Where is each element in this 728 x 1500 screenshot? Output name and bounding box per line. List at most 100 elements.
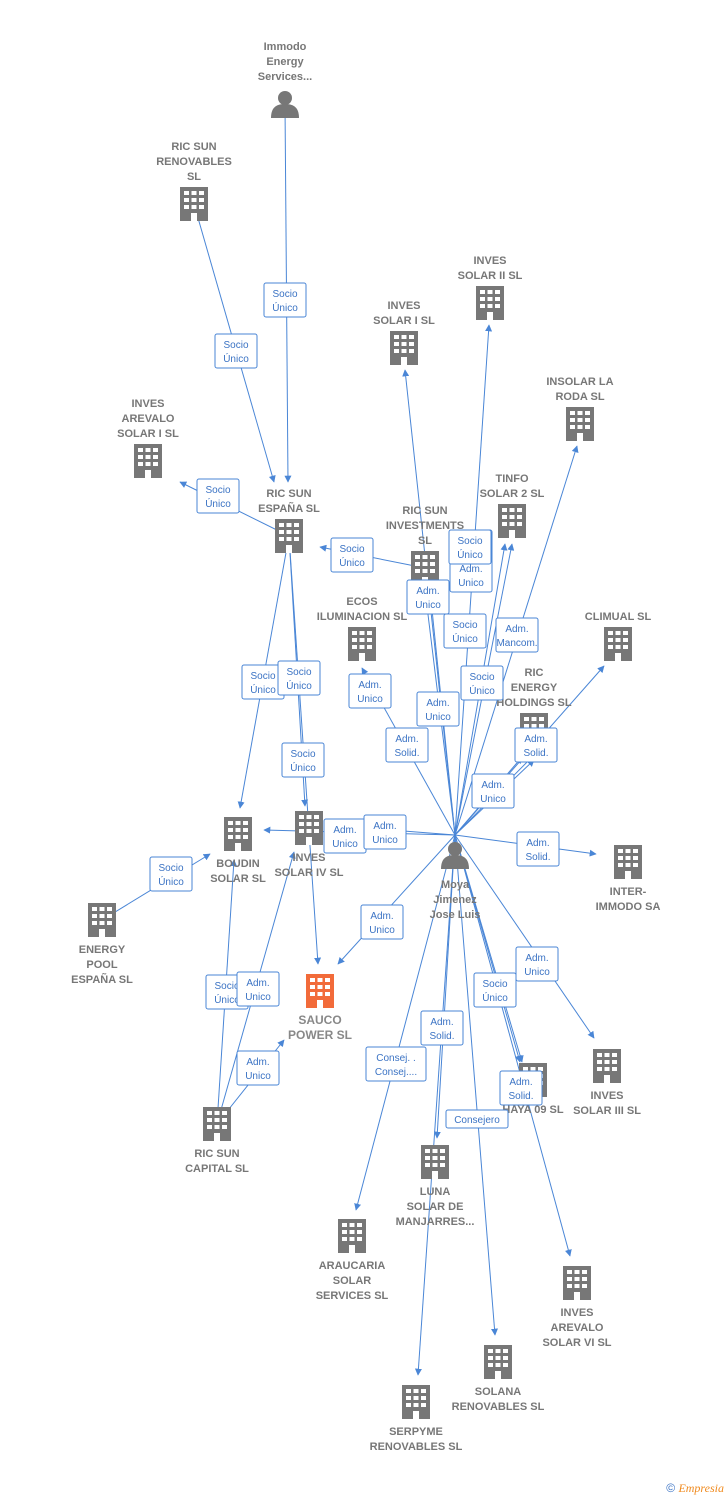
node-label: RIC [525,667,544,679]
building-icon [338,1219,366,1253]
edge-label-text: Socio [205,485,230,496]
node-label: RODA SL [555,391,604,403]
edge-label-text: Consej.... [375,1067,417,1078]
edge-label-frame [443,613,487,649]
edge-label-box[interactable]: Adm.Unico [348,673,392,709]
edge-label-frame [473,972,517,1008]
edge-label-box[interactable]: Adm.Unico [236,971,280,1007]
node-label: RIC SUN [194,1148,239,1160]
building-icon [203,1107,231,1141]
node-label: TINFO [496,473,529,485]
edge-label-box[interactable]: Adm.Solid. [420,1010,464,1046]
building-icon [348,627,376,661]
edge-label-box[interactable]: Adm.Unico [515,946,559,982]
node-label: ARAUCARIA [319,1260,386,1272]
edge-label-box[interactable]: Adm.Solid. [385,727,429,763]
edge-label-text: Socio [214,981,239,992]
edge-label-text: Socio [286,667,311,678]
edge-moya-sauco [337,834,456,965]
edge-label-box[interactable]: Adm.Solid. [514,727,558,763]
edge-moya-haya [454,834,524,1063]
edge-label-box[interactable]: Adm. Unico [406,579,450,615]
node-climual[interactable]: CLIMUAL SL [585,611,652,661]
edge-label-text: Unico [332,839,358,850]
copyright-icon: © [666,1481,676,1495]
building-icon [498,504,526,538]
node-label: SOLAR SL [210,873,266,885]
node-label: RENOVABLES [156,156,232,168]
edge-label-box[interactable]: Adm.Unico [363,814,407,850]
node-label: Moya [441,879,470,891]
node-label: MANJARRES... [396,1216,475,1228]
edge-label-frame [149,856,193,892]
node-immodo[interactable]: ImmodoEnergyServices... [258,41,312,118]
edge-label-box[interactable]: Adm.Solid. [499,1070,543,1106]
edge-label-text: Único [469,684,495,697]
node-inter[interactable]: INTER-IMMODO SA [596,845,661,913]
edge-label-box[interactable]: Adm.Unico [416,691,460,727]
node-label: LUNA [420,1186,451,1198]
edge-label-box[interactable]: Adm.Unico [236,1050,280,1086]
node-label: SERPYME [389,1426,443,1438]
node-haya[interactable]: HAYA 09 SL [502,1063,564,1116]
person-icon [271,91,299,118]
edge-label-text: Solid. [394,748,419,759]
edge-label-box[interactable]: Adm.Unico [449,557,493,593]
edge-label-box[interactable]: Adm.Unico [360,904,404,940]
edge-label-box[interactable]: Consejero [445,1109,509,1129]
edge-label-text: Único [205,497,231,510]
edge-label-text: Adm. [246,1057,269,1068]
edge-label-box[interactable]: Consej. .Consej.... [365,1046,427,1082]
edge-label-frame [360,904,404,940]
edge-label-text: Unico [415,600,441,611]
edge-label-text: Unico [372,835,398,846]
footer-brand[interactable]: © Empresia [666,1481,724,1496]
edge-label-box[interactable]: Adm.Solid. [516,831,560,867]
edge-label-frame [515,946,559,982]
edge-label-box[interactable]: Adm.Mancom. [495,617,539,653]
edge-label-text: Solid. [525,852,550,863]
edge-label-box[interactable]: Adm.Unico [471,773,515,809]
edge-label-text: Consejero [454,1115,500,1126]
edge-label-text: Único [223,352,249,365]
node-label: ECOS [346,596,377,608]
edge-label-text: Adm. [416,586,439,597]
edge-label-box[interactable]: Adm.Unico [323,818,367,854]
edge-label-frame [365,1046,427,1082]
edge-label-frame [236,1050,280,1086]
